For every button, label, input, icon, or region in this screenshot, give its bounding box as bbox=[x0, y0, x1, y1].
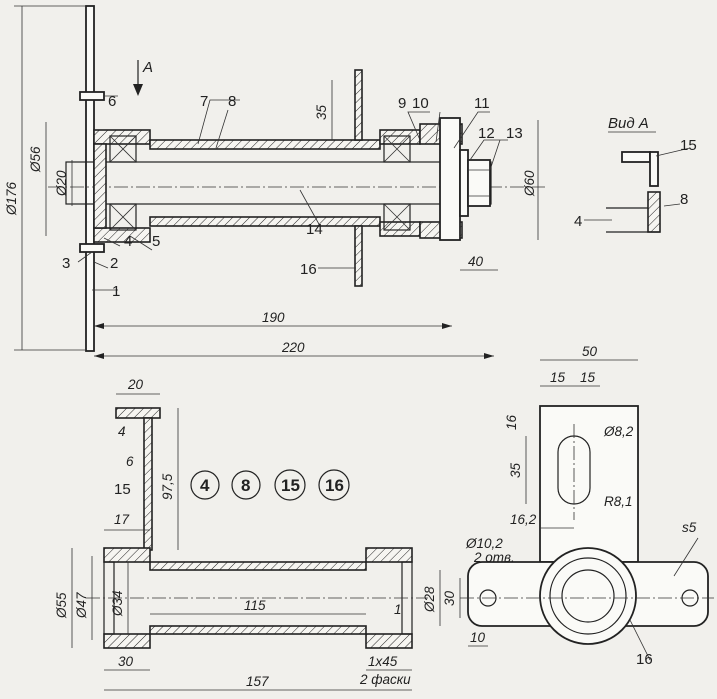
bracket-top bbox=[354, 69, 363, 141]
tube-detail: 20 4 6 15 97,5 17 Ø55 Ø47 Ø34 115 1 Ø28 … bbox=[54, 377, 441, 691]
dim-30-plate: 30 bbox=[442, 590, 457, 606]
left-hub-bottom bbox=[93, 227, 151, 243]
dim-157: 157 bbox=[246, 674, 269, 689]
dim-d8-2: Ø8,2 bbox=[603, 424, 634, 439]
dim-chamfer-note: 2 фаски bbox=[359, 672, 411, 687]
part-9: 9 bbox=[398, 95, 406, 112]
part-13: 13 bbox=[506, 125, 523, 142]
part-6: 6 bbox=[108, 93, 116, 110]
part-1: 1 bbox=[112, 283, 120, 300]
dim-15a: 15 bbox=[550, 370, 566, 385]
view-a-part-8: 8 bbox=[680, 191, 688, 208]
nut-part-13 bbox=[467, 159, 491, 207]
tube-bottom bbox=[149, 216, 381, 227]
tube-top bbox=[149, 139, 381, 150]
left-bearing-top bbox=[109, 135, 137, 163]
plate-part-1 bbox=[85, 5, 95, 352]
dim-d60: Ø60 bbox=[522, 170, 537, 197]
right-hub-top bbox=[379, 129, 421, 145]
label-part-16: 16 bbox=[636, 651, 653, 668]
circle-8: 8 bbox=[241, 476, 250, 495]
circle-4: 4 bbox=[200, 476, 210, 495]
dim-d56: Ø56 bbox=[28, 146, 43, 173]
assembly-view: А 6 7 8 9 10 11 12 13 14 16 4 5 3 2 1 Ø1… bbox=[4, 5, 545, 359]
dim-holes: 2 отв. bbox=[473, 550, 515, 565]
left-flange bbox=[93, 143, 107, 229]
part-2: 2 bbox=[110, 255, 118, 272]
label-part-15: 15 bbox=[114, 481, 131, 498]
part-8: 8 bbox=[228, 93, 236, 110]
right-bearing-bottom bbox=[383, 203, 411, 231]
view-a-title: Вид А bbox=[608, 115, 649, 132]
label-s5: s5 bbox=[682, 520, 697, 535]
dim-115: 115 bbox=[244, 598, 266, 613]
dim-16: 16 bbox=[504, 414, 519, 430]
view-a-part-4: 4 bbox=[574, 213, 582, 230]
dim-97-5: 97,5 bbox=[160, 473, 175, 500]
part-14: 14 bbox=[306, 221, 323, 238]
dim-10: 10 bbox=[470, 630, 486, 645]
view-a: Вид А 15 4 8 bbox=[574, 115, 697, 233]
dim-1: 1 bbox=[394, 602, 402, 617]
circle-15: 15 bbox=[281, 476, 300, 495]
view-arrow-label: А bbox=[142, 59, 153, 76]
dim-d47: Ø47 bbox=[74, 592, 89, 619]
dim-20-bracket: 20 bbox=[127, 377, 144, 392]
right-hub-bottom bbox=[379, 221, 421, 237]
part-11: 11 bbox=[474, 95, 490, 112]
view-a-part-15: 15 bbox=[680, 137, 697, 154]
dim-d55: Ø55 bbox=[54, 592, 69, 619]
dim-6: 6 bbox=[126, 454, 134, 469]
dim-chamfer: 1x45 bbox=[368, 654, 398, 669]
dim-35-main: 35 bbox=[314, 104, 329, 120]
right-bearing-top bbox=[383, 135, 411, 163]
dim-220: 220 bbox=[281, 340, 305, 355]
part-circles: 4 8 15 16 bbox=[190, 469, 350, 501]
dim-d176: Ø176 bbox=[4, 181, 19, 216]
part-16: 16 bbox=[300, 261, 317, 278]
dim-16-2: 16,2 bbox=[510, 512, 537, 527]
dim-15b: 15 bbox=[580, 370, 596, 385]
washer-part-12 bbox=[459, 149, 469, 217]
part-12: 12 bbox=[478, 125, 495, 142]
dim-d28: Ø28 bbox=[422, 586, 437, 613]
dim-r8-1: R8,1 bbox=[604, 494, 633, 509]
dim-d34: Ø34 bbox=[110, 590, 125, 617]
dim-d20: Ø20 bbox=[54, 170, 69, 197]
bolt-part-2 bbox=[79, 243, 105, 253]
bracket-bottom bbox=[354, 225, 363, 287]
dim-190: 190 bbox=[262, 310, 285, 325]
dim-35-slot: 35 bbox=[508, 462, 523, 478]
part-4: 4 bbox=[124, 233, 132, 250]
left-hub-top bbox=[93, 129, 151, 145]
dim-17: 17 bbox=[114, 512, 130, 527]
part-5: 5 bbox=[152, 233, 160, 250]
dim-4: 4 bbox=[118, 424, 126, 439]
part-7: 7 bbox=[200, 93, 208, 110]
dim-50: 50 bbox=[582, 344, 598, 359]
dim-40: 40 bbox=[468, 254, 484, 269]
pulley-part-9 bbox=[439, 117, 461, 241]
part-10: 10 bbox=[412, 95, 429, 112]
bracket-detail: 50 15 15 16 Ø8,2 35 R8,1 16,2 Ø10,2 2 от… bbox=[442, 344, 714, 668]
shaft-part-14 bbox=[65, 161, 492, 205]
left-bearing-bottom bbox=[109, 203, 137, 231]
circle-16: 16 bbox=[325, 476, 344, 495]
dim-30: 30 bbox=[118, 654, 134, 669]
dim-d10-2: Ø10,2 bbox=[465, 536, 503, 551]
part-3: 3 bbox=[62, 255, 70, 272]
bolt-part-6 bbox=[79, 91, 105, 101]
